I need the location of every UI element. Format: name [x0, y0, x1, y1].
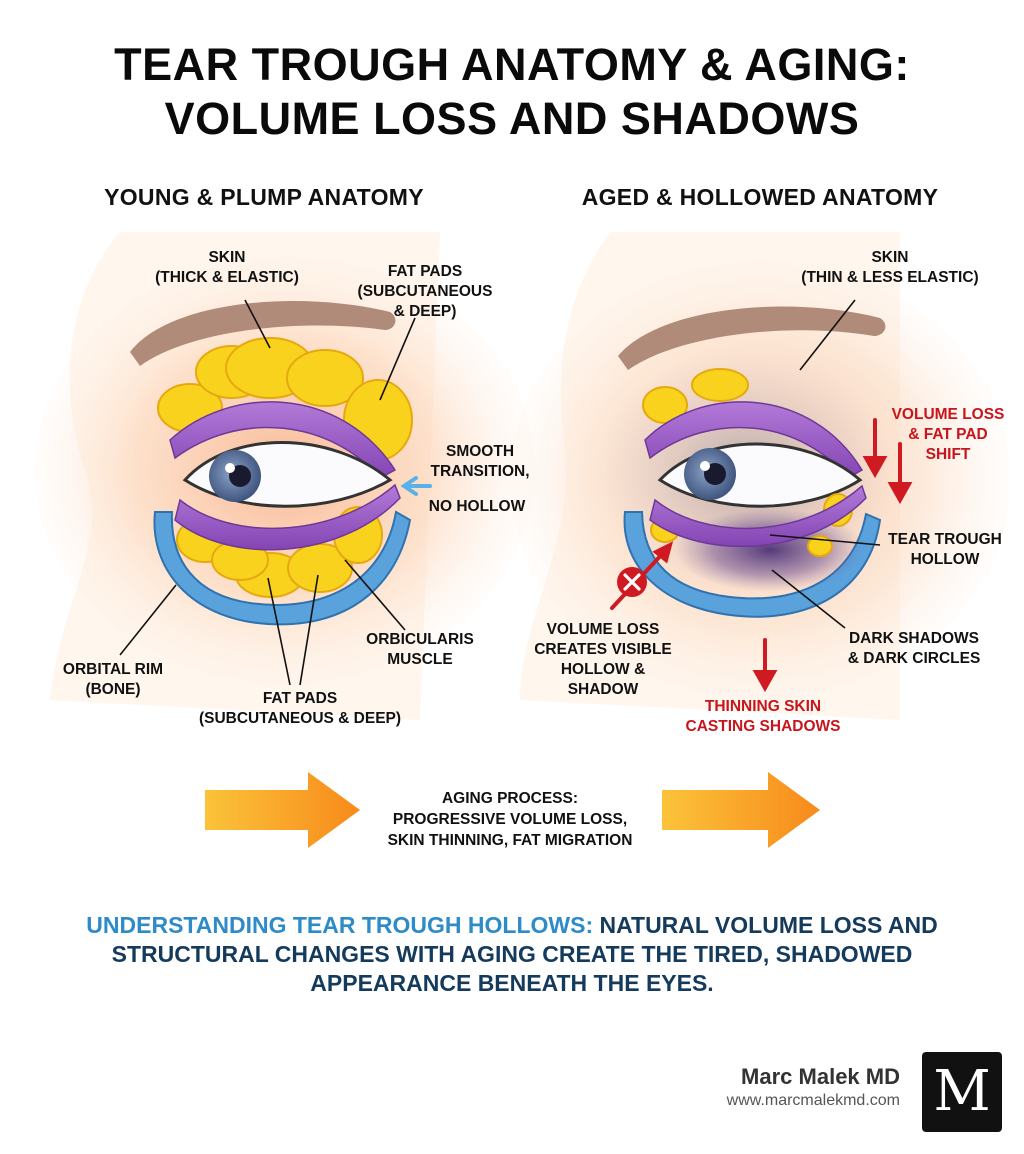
- brand-logo-letter: M: [933, 1059, 991, 1124]
- aged-volume-loss-arrows: [610, 418, 913, 693]
- young-upper-orbicularis: [169, 401, 397, 479]
- aging-process-arrow-left: [205, 772, 360, 848]
- young-orbital-rim-label: ORBITAL RIM (BONE): [62, 661, 164, 698]
- page-title: TEAR TROUGH ANATOMY & AGING: VOLUME LOSS…: [0, 38, 1024, 146]
- summary-highlight: UNDERSTANDING TEAR TROUGH HOLLOWS:: [86, 912, 594, 938]
- aging-process-arrow-right: [662, 772, 820, 848]
- aged-lower-orbicularis: [649, 484, 867, 548]
- aged-tear-trough-label: TEAR TROUGH HOLLOW: [888, 531, 1002, 568]
- aged-panel-heading: AGED & HOLLOWED ANATOMY: [581, 184, 939, 210]
- aged-dark-shadows-label: DARK SHADOWS & DARK CIRCLES: [847, 630, 981, 667]
- young-smooth-transition-arrow: [400, 476, 432, 496]
- young-pupil: [229, 465, 251, 487]
- aged-pupil: [704, 463, 726, 485]
- young-leader-lines: [119, 299, 416, 686]
- aged-eyebrow: [618, 306, 886, 370]
- aged-upper-fat-pads: [642, 368, 749, 424]
- brand-url: www.marcmalekmd.com: [726, 1092, 900, 1109]
- young-orbicularis-label: ORBICULARIS MUSCLE: [366, 631, 474, 668]
- title-line-1: TEAR TROUGH ANATOMY & AGING:: [114, 39, 910, 90]
- brand-logo: M: [922, 1052, 1002, 1132]
- aged-thinning-skin-label: THINNING SKIN CASTING SHADOWS: [685, 698, 841, 735]
- young-no-hollow-label: NO HOLLOW: [428, 498, 526, 515]
- young-smooth-transition-label: SMOOTH TRANSITION,: [430, 443, 530, 480]
- x-mark-icon: [617, 567, 647, 597]
- title-line-2: VOLUME LOSS AND SHADOWS: [164, 93, 860, 144]
- aged-orbital-rim-bone: [623, 511, 882, 618]
- aged-leader-lines: [769, 299, 881, 629]
- summary-body: NATURAL VOLUME LOSS AND STRUCTURAL CHANG…: [111, 912, 938, 996]
- aged-eye-highlight: [700, 461, 710, 471]
- aged-skin-label: SKIN (THIN & LESS ELASTIC): [801, 249, 979, 286]
- aged-eye-illustration: [510, 232, 1010, 720]
- young-fat-pads-top-label: FAT PADS (SUBCUTANEOUS & DEEP): [357, 263, 493, 320]
- brand-name: Marc Malek MD: [741, 1064, 900, 1089]
- young-fat-pads-bottom-label: FAT PADS (SUBCUTANEOUS & DEEP): [198, 690, 402, 727]
- young-lower-orbicularis: [174, 483, 401, 551]
- aged-volume-loss-shift-label: VOLUME LOSS & FAT PAD SHIFT: [891, 406, 1005, 463]
- young-eyebrow: [130, 301, 396, 366]
- young-eye-illustration: [35, 232, 535, 720]
- young-orbital-rim-bone: [153, 510, 412, 626]
- young-eye-highlight: [225, 463, 235, 473]
- young-skin-label: SKIN (THICK & ELASTIC): [155, 249, 299, 286]
- aging-process-text: AGING PROCESS: PROGRESSIVE VOLUME LOSS, …: [387, 790, 633, 849]
- aged-volume-loss-hollow-label: VOLUME LOSS CREATES VISIBLE HOLLOW & SHA…: [534, 621, 672, 698]
- young-panel-heading: YOUNG & PLUMP ANATOMY: [104, 184, 424, 210]
- young-upper-fat-pads: [157, 337, 413, 461]
- summary-text: UNDERSTANDING TEAR TROUGH HOLLOWS: NATUR…: [60, 911, 964, 998]
